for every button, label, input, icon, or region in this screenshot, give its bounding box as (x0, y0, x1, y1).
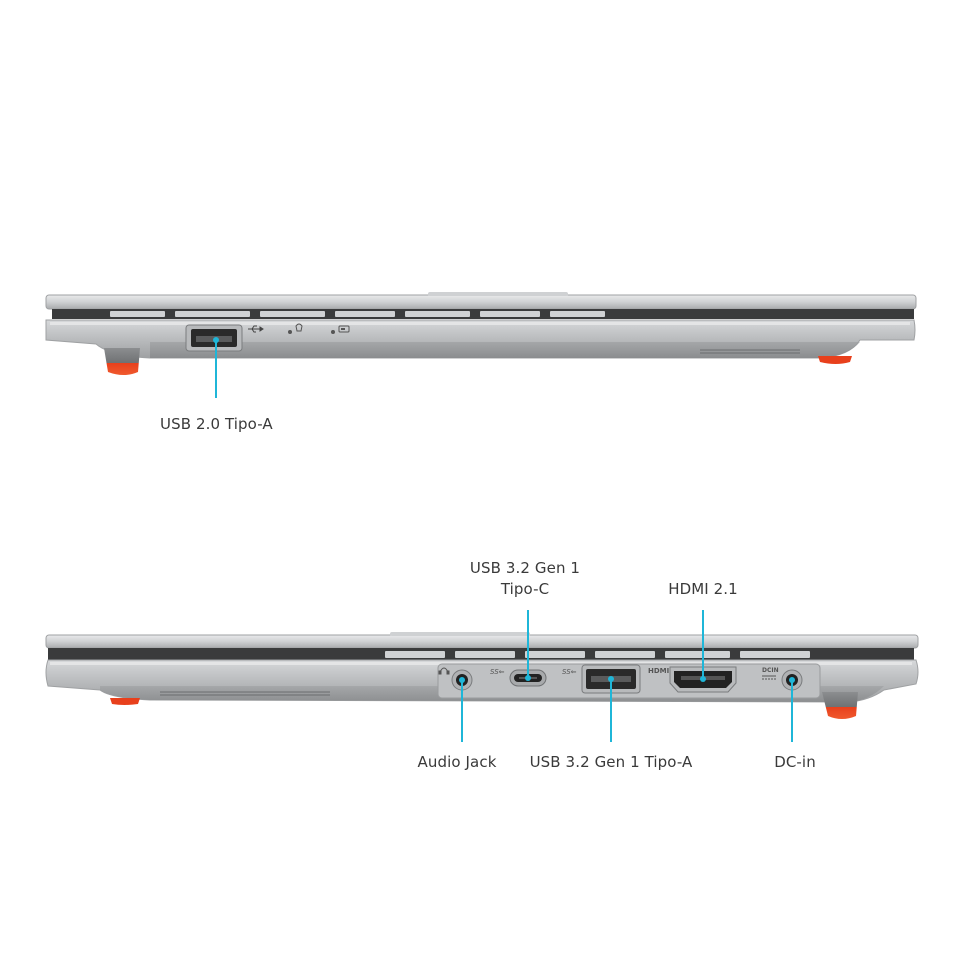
lid-edge (45, 634, 919, 649)
callouts (461, 610, 793, 742)
headphone-icon (438, 667, 450, 675)
vent-grille (700, 349, 800, 354)
hdmi-label: HDMI 2.1 (668, 580, 738, 598)
base-underside (150, 342, 860, 358)
base-top-highlight (50, 322, 910, 325)
lid-bump (428, 292, 568, 296)
lid-bump (390, 632, 530, 636)
usb-ss-icon: SS⇐ (490, 668, 505, 676)
usb3-typea-label: USB 3.2 Gen 1 Tipo-A (529, 753, 693, 771)
rubber-foot-left (110, 698, 140, 705)
dc-in-port-text: DCIN (762, 667, 779, 674)
callout-dots (459, 675, 795, 683)
dc-in-label: DC-in (774, 753, 816, 771)
lid-edge (45, 294, 917, 310)
rubber-foot-right (822, 692, 858, 719)
audio-jack-label: Audio Jack (417, 753, 497, 771)
usbc-label-line1: USB 3.2 Gen 1 (469, 559, 581, 577)
hdmi-port-text: HDMI (648, 667, 669, 675)
usb-ss-icon: SS⇐ (562, 668, 577, 676)
rubber-foot-left (104, 348, 140, 375)
key-caps (110, 311, 605, 317)
usbc-label-line2: Tipo-C (500, 580, 550, 598)
battery-light-icon (331, 325, 350, 334)
key-caps (385, 651, 810, 658)
usbc-label: USB 3.2 Gen 1 Tipo-C (470, 558, 580, 600)
rubber-foot-right (818, 356, 852, 364)
left-side-view (45, 292, 917, 398)
usb2-label: USB 2.0 Tipo-A (160, 415, 273, 433)
power-light-icon (288, 323, 303, 334)
vent-grille (160, 691, 330, 696)
right-side-view: SS⇐ SS⇐ HDMI DCIN (45, 610, 919, 742)
callout-dot-usb2 (213, 337, 219, 343)
usb-icon (248, 325, 264, 333)
